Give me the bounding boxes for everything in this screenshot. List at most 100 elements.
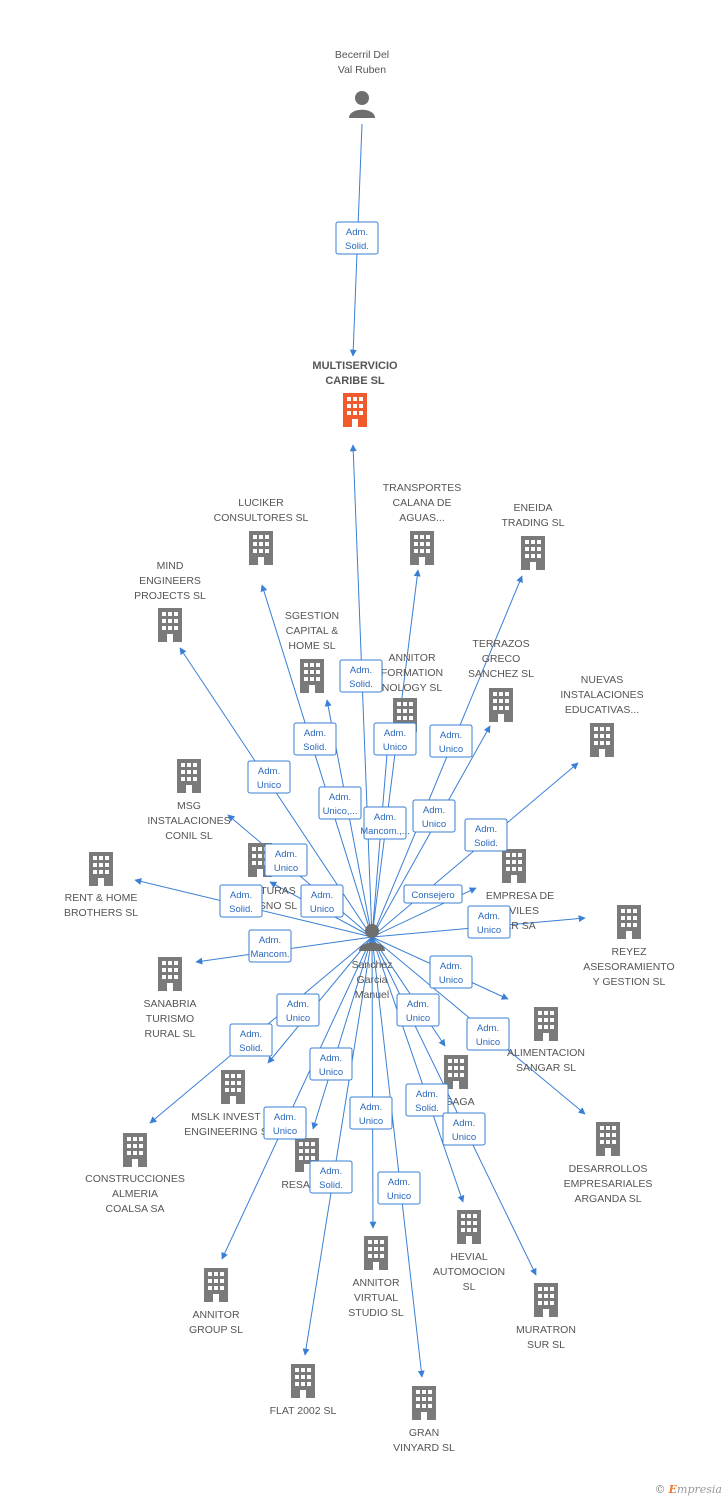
role-badge-terrazos[interactable]: Adm.Unico bbox=[412, 799, 456, 833]
role-badge-eneida[interactable]: Adm.Unico bbox=[429, 724, 473, 758]
node-nuevas[interactable]: NUEVASINSTALACIONESEDUCATIVAS... bbox=[560, 674, 644, 757]
building-icon bbox=[457, 1210, 481, 1244]
node-flat[interactable]: FLAT 2002 SL bbox=[270, 1364, 337, 1417]
role-badge-frame bbox=[276, 993, 320, 1027]
building-icon bbox=[249, 531, 273, 565]
role-badge-frame bbox=[219, 884, 263, 918]
person-icon bbox=[349, 91, 375, 118]
role-badge-frame bbox=[396, 993, 440, 1027]
role-badge-nuevas[interactable]: Adm.Solid. bbox=[464, 818, 508, 852]
role-text: Adm. bbox=[259, 935, 281, 946]
role-badge-gran[interactable]: Adm.Unico bbox=[377, 1171, 421, 1205]
node-label-line: VIRTUAL bbox=[354, 1292, 398, 1304]
role-text: Solid. bbox=[349, 679, 373, 690]
role-badge-msg[interactable]: Adm.Unico bbox=[264, 843, 308, 877]
role-badge-multiservicio[interactable]: Adm.Solid. bbox=[335, 221, 379, 255]
role-badge-mslk[interactable]: Adm.Unico bbox=[276, 993, 320, 1027]
role-badge-rent[interactable]: Adm.Solid. bbox=[219, 884, 263, 918]
role-badge-construcciones[interactable]: Adm.Solid. bbox=[229, 1023, 273, 1057]
node-label-line: DESARROLLOS bbox=[569, 1163, 648, 1175]
node-label-line: ANNITOR bbox=[352, 1277, 399, 1289]
role-text: Adm. bbox=[329, 792, 351, 803]
role-badge-sanabria[interactable]: Adm.Mancom. bbox=[248, 929, 292, 963]
role-badge-desarrollos[interactable]: Adm.Unico bbox=[466, 1017, 510, 1051]
node-label-line: TRANSPORTES bbox=[383, 482, 462, 494]
role-badge-empresa_moviles[interactable]: Consejero bbox=[403, 884, 463, 904]
role-badge-frame bbox=[318, 786, 362, 820]
node-label-line: Val Ruben bbox=[338, 64, 386, 76]
empresia-logo[interactable]: ©Empresia bbox=[655, 1483, 722, 1496]
node-label-line: INSTALACIONES bbox=[560, 689, 643, 701]
role-text: Unico bbox=[257, 780, 281, 791]
role-badge-annitor_info[interactable]: Adm.Mancom.,... bbox=[360, 806, 410, 840]
role-text: Mancom.,... bbox=[360, 826, 410, 837]
node-label-line: Becerril Del bbox=[335, 49, 389, 61]
role-text: Unico bbox=[439, 744, 463, 755]
node-label-line: MSLK INVEST bbox=[191, 1111, 261, 1123]
role-badge-aventuras[interactable]: Adm.Unico bbox=[300, 884, 344, 918]
role-text: Adm. bbox=[440, 961, 462, 972]
edge-sanchez-to-saga bbox=[371, 936, 446, 1047]
role-badge-annitor_virtual[interactable]: Adm.Unico bbox=[349, 1096, 393, 1130]
role-badge-muratron[interactable]: Adm.Unico bbox=[442, 1112, 486, 1146]
role-badge-mind[interactable]: Adm. Unico bbox=[247, 760, 291, 794]
role-badge-reyez[interactable]: Adm.Unico bbox=[467, 905, 511, 939]
role-badge-transportes[interactable]: Adm.Unico bbox=[373, 722, 417, 756]
node-resam[interactable]: RESAM bbox=[281, 1138, 319, 1191]
role-badge-hevial[interactable]: Adm.Solid. bbox=[405, 1083, 449, 1117]
role-badge-frame bbox=[466, 1017, 510, 1051]
role-badge-multiservicio[interactable]: Adm.Solid. bbox=[339, 659, 383, 693]
building-icon bbox=[291, 1364, 315, 1398]
role-badge-annitor_group[interactable]: Adm.Unico bbox=[263, 1106, 307, 1140]
role-badge-frame bbox=[412, 799, 456, 833]
node-label-line: TURISMO bbox=[146, 1013, 194, 1025]
role-badge-frame bbox=[405, 1083, 449, 1117]
role-badge-resam[interactable]: Adm.Unico bbox=[309, 1047, 353, 1081]
role-badge-flat[interactable]: Adm.Solid. bbox=[309, 1160, 353, 1194]
node-label-line: EMPRESA DE bbox=[486, 890, 554, 902]
node-label-line: SUR SL bbox=[527, 1339, 565, 1351]
role-text: Solid. bbox=[319, 1180, 343, 1191]
role-text: Unico bbox=[383, 742, 407, 753]
role-badge-luciker[interactable]: Adm.Solid. bbox=[293, 722, 337, 756]
role-badge-alimentacion[interactable]: Adm.Unico bbox=[429, 955, 473, 989]
node-label-line: FORMATION bbox=[381, 667, 443, 679]
role-text: Unico,... bbox=[323, 806, 358, 817]
building-icon bbox=[617, 905, 641, 939]
building-icon bbox=[534, 1007, 558, 1041]
role-text: Adm. bbox=[320, 1053, 342, 1064]
node-label-line: PROJECTS SL bbox=[134, 590, 206, 602]
building-icon bbox=[489, 688, 513, 722]
building-icon bbox=[123, 1133, 147, 1167]
building-icon bbox=[221, 1070, 245, 1104]
node-label-line: ANNITOR bbox=[388, 652, 435, 664]
role-text: Adm. bbox=[258, 766, 280, 777]
role-badge-sgestion[interactable]: Adm. Unico,... bbox=[318, 786, 362, 820]
role-badge-saga[interactable]: Adm.Unico bbox=[396, 993, 440, 1027]
